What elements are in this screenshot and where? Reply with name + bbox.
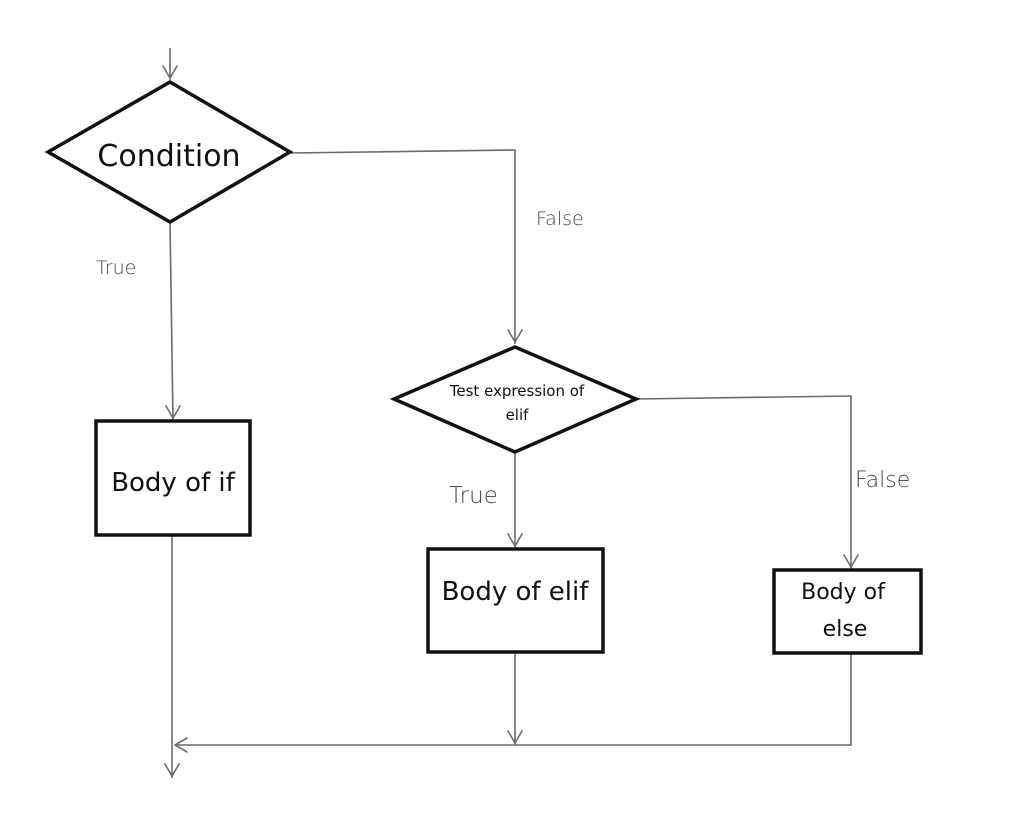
elif-test-label-line1: Test expression of	[449, 382, 585, 400]
elif-test-label-line2: elif	[506, 406, 530, 424]
body-else-label-line2: else	[823, 617, 868, 642]
body-elif-label: Body of elif	[442, 577, 590, 607]
edge-elif-false	[635, 395, 859, 569]
entry-arrow	[162, 48, 178, 80]
edge-label-elif-true: True	[449, 483, 498, 509]
elif-test-node: Test expression of elif	[389, 345, 641, 454]
edge-condition-false	[289, 149, 523, 344]
edge-label-condition-true: True	[96, 257, 136, 279]
edge-label-elif-false: False	[855, 468, 910, 493]
edge-if-to-exit	[164, 536, 180, 778]
body-if-label: Body of if	[111, 468, 235, 498]
edge-label-condition-false: False	[536, 208, 584, 230]
edge-else-to-merge	[174, 654, 852, 753]
body-if-node: Body of if	[94, 419, 252, 537]
body-else-label-line1: Body of	[801, 580, 886, 605]
body-else-node: Body of else	[772, 568, 923, 655]
condition-node: Condition	[44, 79, 294, 225]
edge-condition-true	[165, 221, 181, 421]
edge-elif-to-merge	[507, 653, 523, 745]
condition-label: Condition	[97, 139, 240, 174]
body-elif-node: Body of elif	[426, 547, 605, 654]
edge-elif-true	[507, 452, 523, 548]
